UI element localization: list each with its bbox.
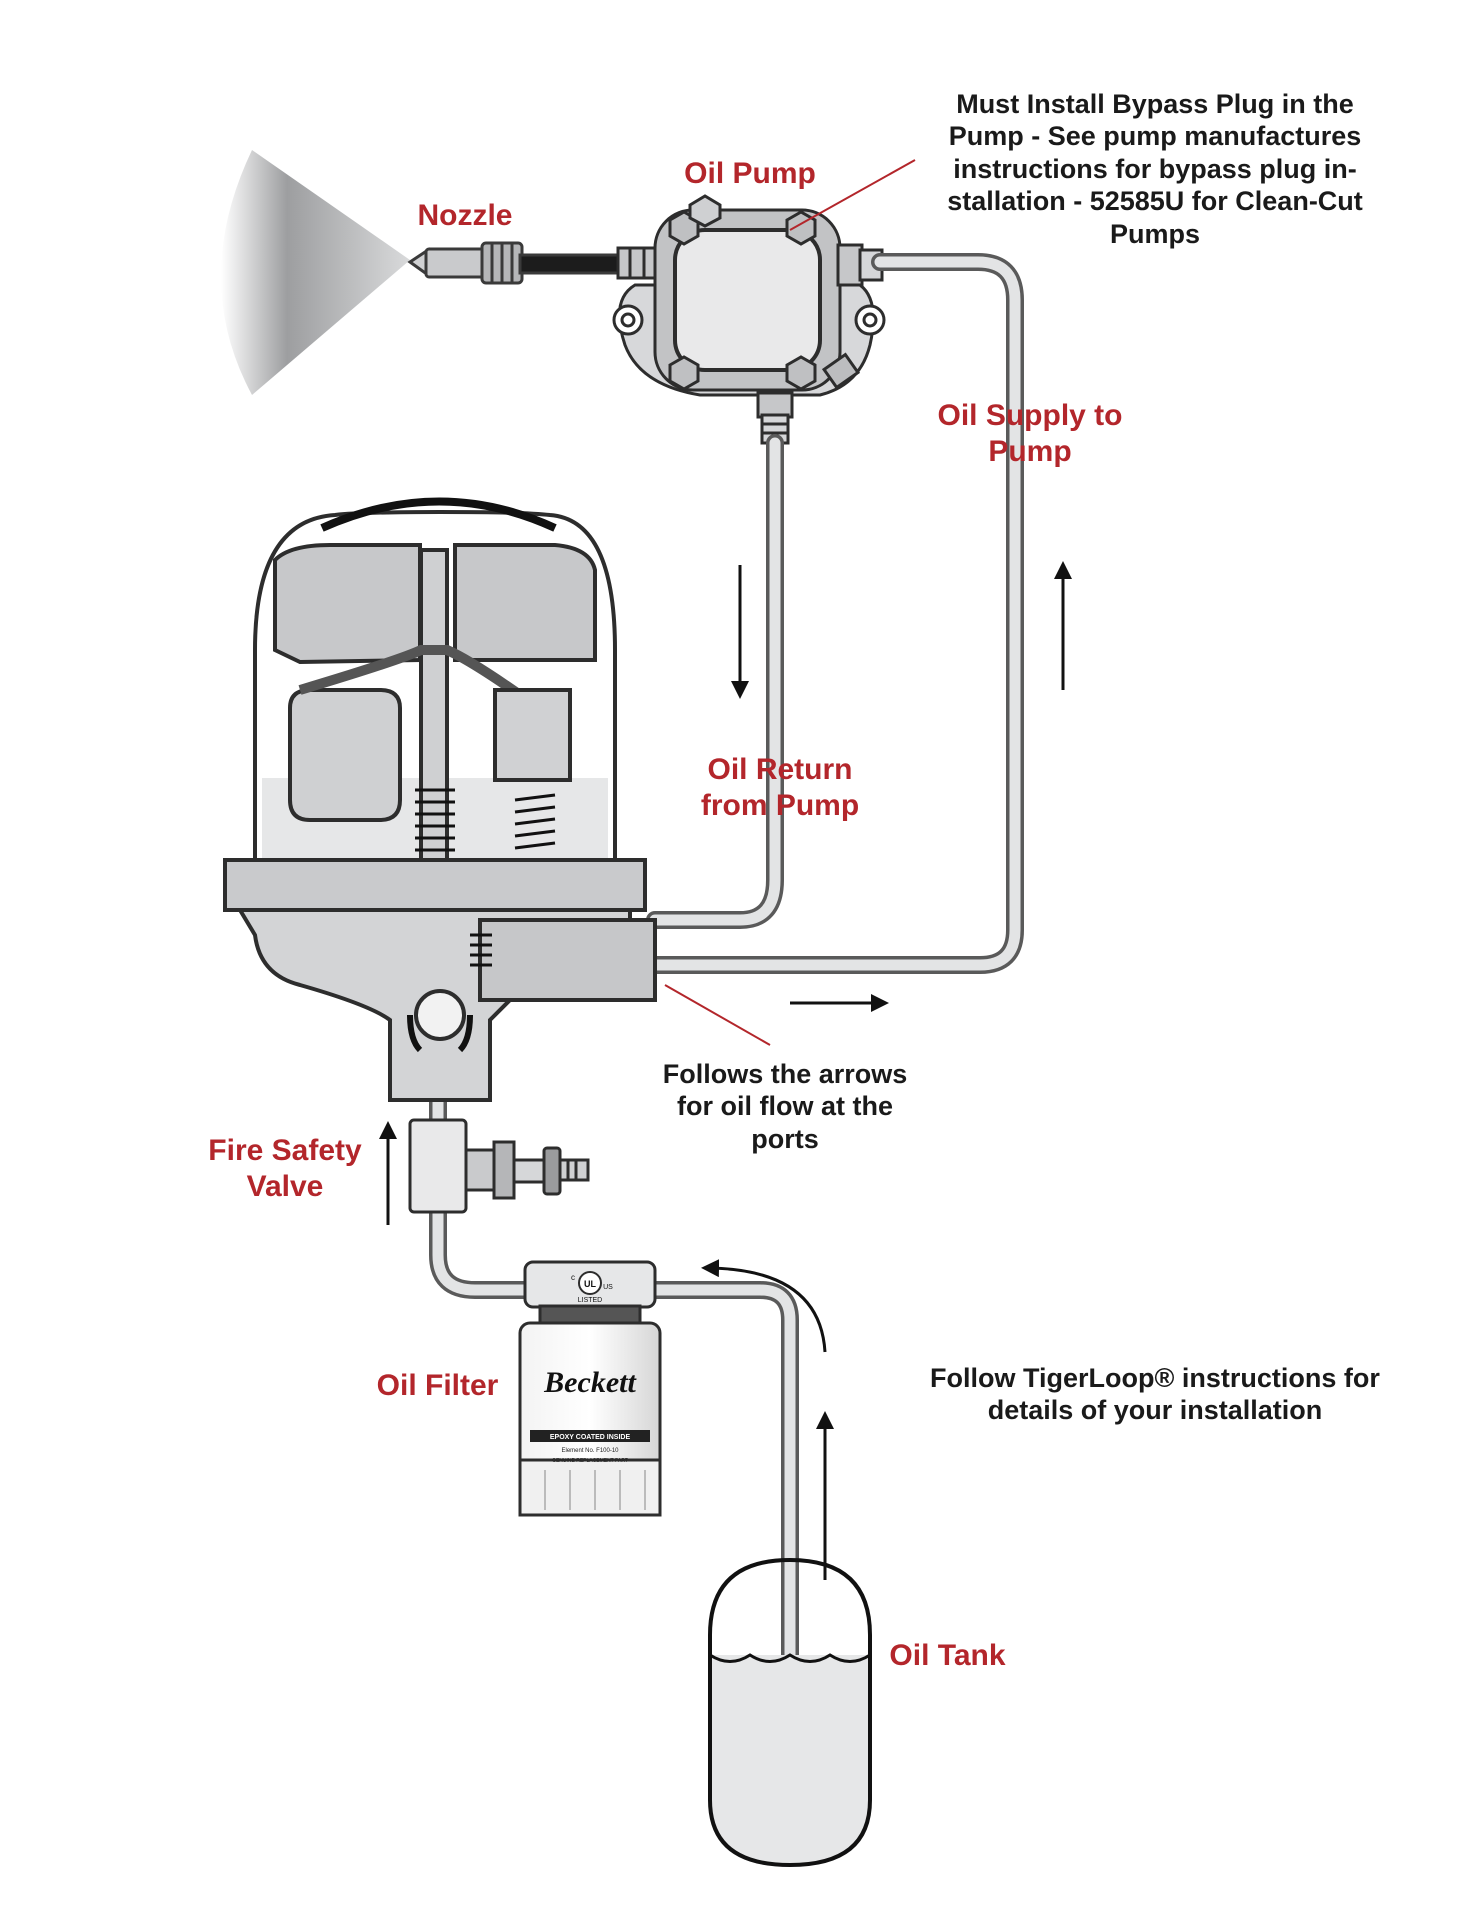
oil-supply-label: Oil Supply to Pump <box>937 399 1123 468</box>
oil-pump-label: Oil Pump <box>684 157 816 190</box>
tigerloop-note: Follow TigerLoop® instructions for detai… <box>930 1363 1380 1426</box>
flow-arrows <box>379 561 1072 1580</box>
leader-lines <box>664 159 916 1046</box>
filter-element-text: Element No. F100-10 <box>561 1448 619 1454</box>
tigerloop-deaerator-icon <box>223 497 657 1102</box>
nozzle-icon <box>407 241 622 285</box>
filter-band-text: EPOXY COATED INSIDE <box>550 1434 631 1441</box>
oil-tank-label: Oil Tank <box>889 1639 1006 1672</box>
oil-lines <box>429 253 1024 1789</box>
beckett-logo-text: Beckett <box>543 1366 637 1399</box>
oil-filter-icon: UL c US LISTED Beckett EPOXY COATED INSI… <box>518 1260 662 1517</box>
bypass-plug-note: Must Install Bypass Plug in the Pump - S… <box>947 89 1363 249</box>
oil-filter-label: Oil Filter <box>376 1369 499 1402</box>
oil-pump-icon <box>612 194 886 445</box>
filter-genuine-text: GENUINE REPLACEMENT PART <box>552 1458 628 1464</box>
nozzle-spray-icon <box>221 150 410 395</box>
oil-return-label: Oil Return from Pump <box>700 753 860 822</box>
fire-safety-valve-icon <box>408 1118 590 1214</box>
fire-safety-valve-label: Fire Safety Valve <box>208 1134 362 1203</box>
ul-c-text: c <box>571 1273 575 1282</box>
ul-listed-text: LISTED <box>578 1297 603 1304</box>
curved-arrow-icon <box>701 1259 827 1353</box>
oil-return-line <box>646 434 784 929</box>
follow-arrows-note: Follows the arrows for oil flow at the p… <box>662 1059 908 1154</box>
oil-tank-icon <box>708 1557 872 1868</box>
nozzle-label: Nozzle <box>417 199 513 232</box>
ul-us-text: US <box>603 1284 613 1291</box>
ul-mark-text: UL <box>584 1279 596 1289</box>
